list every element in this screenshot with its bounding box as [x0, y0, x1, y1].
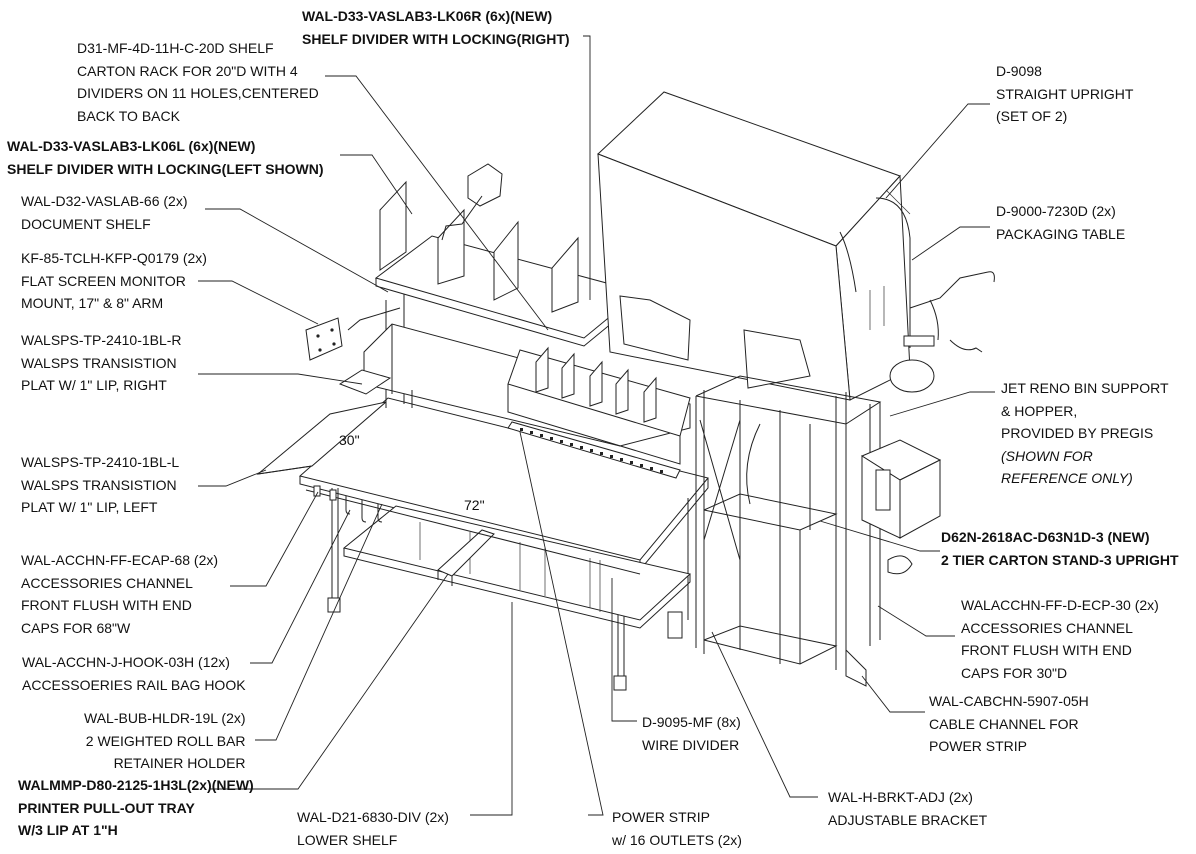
callout-carton-stand: D62N-2618AC-D63N1D-3 (NEW)2 TIER CARTON … — [941, 529, 1179, 568]
callout-accessories-channel-68: WAL-ACCHN-FF-ECAP-68 (2x)ACCESSORIES CHA… — [21, 552, 219, 636]
upper-dividers — [379, 180, 579, 313]
carton-rack — [507, 346, 691, 465]
callout-accessories-channel-30: WALACCHN-FF-D-ECP-30 (2x)ACCESSORIES CHA… — [961, 597, 1159, 681]
callout-adjustable-bracket: WAL-H-BRKT-ADJ (2x)ADJUSTABLE BRACKET — [828, 789, 988, 828]
callout-bin-support: JET RENO BIN SUPPORT& HOPPER, PROVIDED B… — [1001, 380, 1169, 486]
bin-support-hardware — [889, 271, 995, 393]
carton-stand-frame — [695, 375, 882, 687]
depth-dimension: 30" — [339, 432, 360, 448]
monitor-mount — [305, 163, 503, 361]
callout-lower-shelf: WAL-D21-6830-DIV (2x)LOWER SHELF — [297, 809, 449, 848]
callout-packaging-table: D-9000-7230D (2x)PACKAGING TABLE — [996, 203, 1126, 242]
callout-document-shelf: WAL-D32-VASLAB-66 (2x)DOCUMENT SHELF — [21, 193, 188, 232]
leader-lines — [198, 35, 995, 816]
side-device — [860, 439, 942, 575]
callout-printer-tray: WALMMP-D80-2125-1H3L(2x)(NEW)PRINTER PUL… — [18, 777, 254, 838]
callout-shelf-divider-right: WAL-D33-VASLAB3-LK06R (6x)(NEW)SHELF DIV… — [302, 8, 570, 47]
power-strip — [507, 421, 681, 479]
callout-monitor-mount: KF-85-TCLH-KFP-Q0179 (2x)FLAT SCREEN MON… — [21, 250, 207, 311]
transition-plates — [256, 369, 392, 475]
table-frame — [327, 488, 692, 691]
front-channel — [305, 485, 641, 575]
width-dimension: 72" — [464, 497, 485, 513]
callout-wire-divider: D-9095-MF (8x)WIRE DIVIDER — [642, 714, 741, 753]
hopper-box — [597, 91, 911, 401]
callout-roll-bar-holder: WAL-BUB-HLDR-19L (2x)2 WEIGHTED ROLL BAR… — [84, 710, 246, 771]
callout-shelf-divider-left: WAL-D33-VASLAB3-LK06L (6x)(NEW)SHELF DIV… — [7, 138, 324, 177]
callout-bag-hook: WAL-ACCHN-J-HOOK-03H (12x)ACCESSOERIES R… — [22, 654, 246, 693]
